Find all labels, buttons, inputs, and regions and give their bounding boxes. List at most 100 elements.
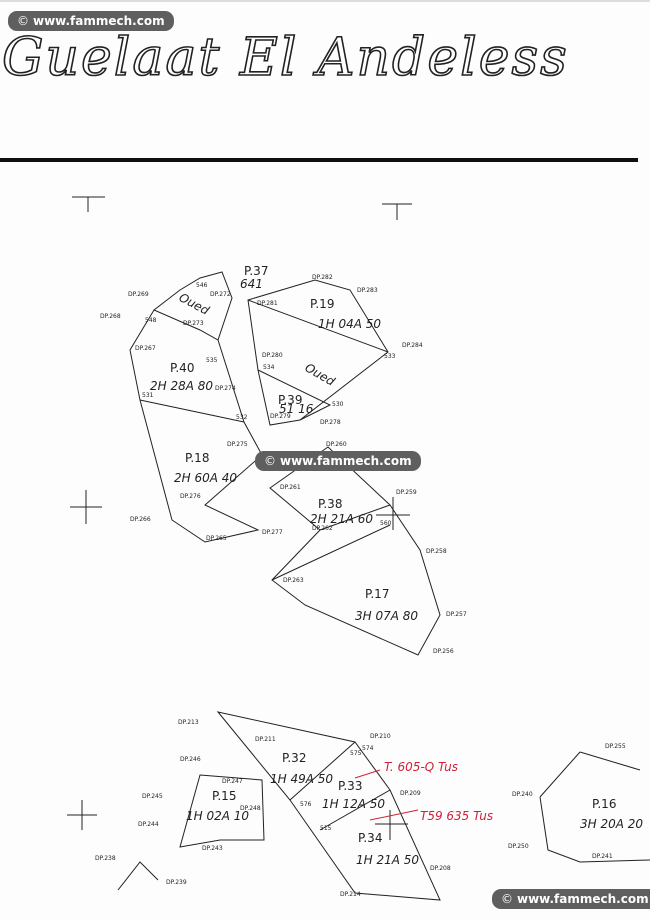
parcel-15-boundary bbox=[179, 774, 265, 848]
parcel-38-17-boundary bbox=[269, 446, 441, 656]
parcel-name: P.19 bbox=[310, 297, 334, 311]
register-mark bbox=[67, 800, 97, 830]
parcel-area: 2H 60A 40 bbox=[174, 471, 237, 485]
survey-marker: DP.260 bbox=[326, 441, 347, 448]
parcel-line bbox=[319, 504, 391, 531]
copyright-icon: © bbox=[264, 454, 276, 468]
survey-marker: DP.262 bbox=[312, 525, 333, 532]
point-number: 560 bbox=[380, 520, 392, 527]
map-title: Guelaat El Andeless bbox=[1, 27, 569, 89]
parcel-37-boundary bbox=[153, 271, 233, 341]
register-mark bbox=[376, 497, 410, 530]
survey-marker: DP.258 bbox=[426, 548, 447, 555]
point-number: 575 bbox=[350, 750, 362, 757]
survey-marker: DP.277 bbox=[262, 529, 283, 536]
survey-marker: DP.210 bbox=[370, 733, 391, 740]
survey-marker: DP.239 bbox=[166, 879, 187, 886]
parcel-name: P.15 bbox=[212, 789, 236, 803]
survey-marker: DP.269 bbox=[128, 291, 149, 298]
survey-marker: DP.246 bbox=[180, 756, 201, 763]
parcel-name: P.16 bbox=[592, 797, 616, 811]
survey-marker: DP.238 bbox=[95, 855, 116, 862]
parcel-area: 1H 04A 50 bbox=[318, 317, 381, 331]
watermark-text: www.fammech.com bbox=[33, 14, 165, 28]
survey-marker: DP.214 bbox=[340, 891, 361, 898]
parcel-fragment bbox=[117, 861, 159, 891]
parcel-area: 641 bbox=[240, 277, 263, 291]
point-number: 535 bbox=[206, 357, 218, 364]
survey-marker: DP.278 bbox=[320, 419, 341, 426]
copyright-icon: © bbox=[17, 14, 29, 28]
parcel-40-18-boundary bbox=[129, 309, 263, 543]
parcel-name: P.40 bbox=[170, 361, 194, 375]
point-number: 534 bbox=[263, 364, 275, 371]
watermark-center[interactable]: © www.fammech.com bbox=[255, 451, 421, 471]
annotation-title-number: T. 605-Q Tus bbox=[384, 760, 458, 774]
point-number: 531 bbox=[142, 392, 154, 399]
point-number: 546 bbox=[196, 282, 208, 289]
parcel-area: 2H 21A 60 bbox=[310, 512, 373, 526]
watermark-text: www.fammech.com bbox=[280, 454, 412, 468]
point-number: 576 bbox=[300, 801, 312, 808]
parcel-area: 3H 20A 20 bbox=[580, 817, 643, 831]
point-number: 530 bbox=[332, 401, 344, 408]
annotation-title-number: T59 635 Tus bbox=[420, 809, 493, 823]
parcel-area: 1H 49A 50 bbox=[270, 772, 333, 786]
parcel-name: P.39 bbox=[278, 393, 302, 407]
parcel-area: 51 16 bbox=[279, 402, 314, 416]
title-rule bbox=[0, 158, 638, 162]
register-mark bbox=[72, 196, 105, 212]
survey-marker: DP.240 bbox=[512, 791, 533, 798]
survey-marker: DP.263 bbox=[283, 577, 304, 584]
survey-marker: DP.211 bbox=[255, 736, 276, 743]
survey-marker: DP.268 bbox=[100, 313, 121, 320]
parcel-area: 2H 28A 80 bbox=[150, 379, 213, 393]
parcel-39-boundary bbox=[257, 369, 332, 421]
survey-marker: DP.209 bbox=[400, 790, 421, 797]
parcel-line bbox=[139, 399, 245, 423]
survey-marker: DP.241 bbox=[592, 853, 613, 860]
parcel-line bbox=[271, 524, 391, 581]
watermark-text: www.fammech.com bbox=[517, 892, 649, 906]
survey-marker: DP.256 bbox=[433, 648, 454, 655]
parcel-area: 1H 21A 50 bbox=[356, 853, 419, 867]
parcel-name: P.32 bbox=[282, 751, 306, 765]
survey-marker: DP.265 bbox=[206, 535, 227, 542]
survey-marker: DP.255 bbox=[605, 743, 626, 750]
survey-marker: DP.267 bbox=[135, 345, 156, 352]
annotation-arrow bbox=[354, 769, 419, 821]
parcel-name: P.17 bbox=[365, 587, 389, 601]
point-number: 574 bbox=[362, 745, 374, 752]
page-top-edge bbox=[0, 0, 650, 2]
survey-marker: DP.272 bbox=[210, 291, 231, 298]
survey-marker: DP.250 bbox=[508, 843, 529, 850]
survey-marker: DP.208 bbox=[430, 865, 451, 872]
watermark-top[interactable]: © www.fammech.com bbox=[8, 11, 174, 31]
survey-marker: DP.261 bbox=[280, 484, 301, 491]
parcel-line bbox=[289, 741, 356, 801]
copyright-icon: © bbox=[501, 892, 513, 906]
parcel-line bbox=[247, 299, 389, 353]
parcel-name: P.37 bbox=[244, 264, 268, 278]
survey-marker: DP.266 bbox=[130, 516, 151, 523]
point-number: 532 bbox=[236, 414, 248, 421]
survey-marker: DP.248 bbox=[240, 805, 261, 812]
survey-marker: DP.257 bbox=[446, 611, 467, 618]
survey-marker: DP.245 bbox=[142, 793, 163, 800]
register-mark bbox=[375, 810, 408, 840]
survey-marker: DP.283 bbox=[357, 287, 378, 294]
parcel-area: 1H 02A 10 bbox=[186, 809, 249, 823]
point-number: 533 bbox=[384, 353, 396, 360]
watermark-bottom[interactable]: © www.fammech.com bbox=[492, 889, 650, 909]
parcel-name: P.18 bbox=[185, 451, 209, 465]
survey-marker: DP.273 bbox=[183, 320, 204, 327]
register-mark bbox=[382, 203, 412, 220]
parcel-area: 3H 07A 80 bbox=[355, 609, 418, 623]
survey-marker: DP.284 bbox=[402, 342, 423, 349]
parcel-area: 1H 12A 50 bbox=[322, 797, 385, 811]
oued-label: Oued bbox=[177, 290, 212, 318]
survey-marker: DP.247 bbox=[222, 778, 243, 785]
point-number: 548 bbox=[145, 317, 157, 324]
oued-label: Oued bbox=[303, 360, 338, 388]
